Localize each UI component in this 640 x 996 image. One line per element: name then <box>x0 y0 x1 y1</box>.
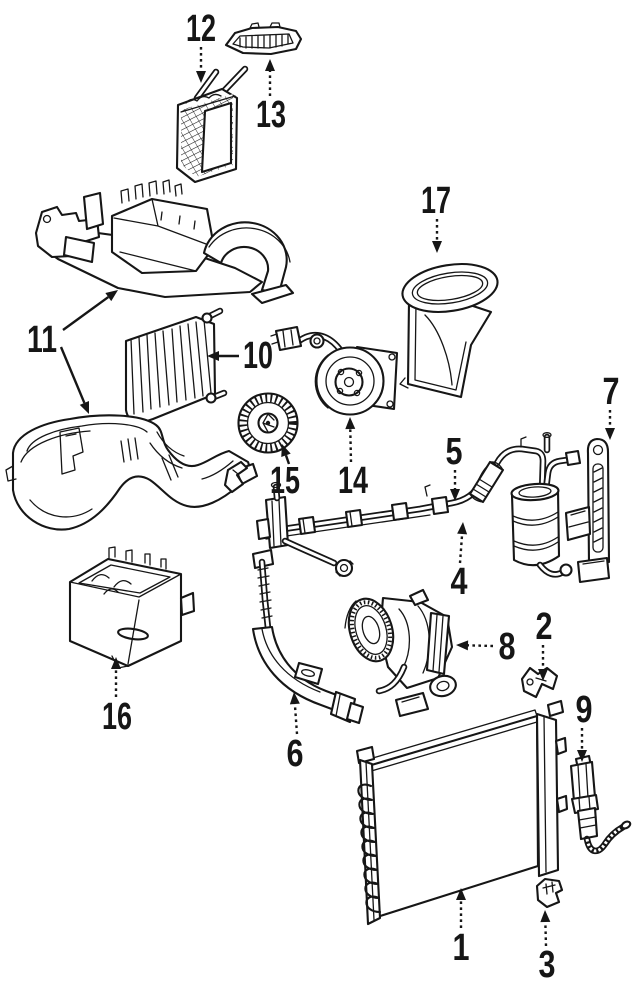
callout-label-11[interactable]: 11 <box>27 319 57 361</box>
callout-8[interactable]: 8 <box>456 626 516 668</box>
callout-9[interactable]: 9 <box>576 689 593 762</box>
part-15-blower-wheel <box>237 392 299 454</box>
callout-arrow-15 <box>284 454 291 465</box>
callout-3[interactable]: 3 <box>539 910 556 986</box>
callout-arrowhead-15 <box>281 444 291 457</box>
callout-label-8[interactable]: 8 <box>499 626 516 668</box>
part-6-liquid-line-hose <box>251 548 365 725</box>
callout-label-13[interactable]: 13 <box>256 94 286 136</box>
callout-arrowhead-11-1 <box>79 401 89 414</box>
callout-13[interactable]: 13 <box>256 59 286 136</box>
callout-12[interactable]: 12 <box>186 8 216 83</box>
callout-6[interactable]: 6 <box>287 692 304 775</box>
callout-arrowhead-8 <box>456 640 469 651</box>
callout-arrow-6 <box>293 703 299 735</box>
part-16-blower-case <box>68 546 196 669</box>
callout-arrow-8 <box>467 644 494 648</box>
callout-label-16[interactable]: 16 <box>102 696 132 738</box>
callout-arrowhead-5 <box>450 489 460 501</box>
callout-label-6[interactable]: 6 <box>287 733 304 775</box>
callout-arrowhead-7 <box>605 428 615 440</box>
callout-arrow-11-1 <box>59 346 86 404</box>
callout-4[interactable]: 4 <box>451 522 468 603</box>
callout-label-15[interactable]: 15 <box>270 460 300 502</box>
part-17-air-duct <box>399 263 499 399</box>
callout-arrowhead-11 <box>105 290 118 302</box>
part-2-bracket <box>520 666 559 699</box>
callout-5[interactable]: 5 <box>446 431 463 501</box>
part-small-clip <box>223 460 249 494</box>
part-14-blower-motor <box>270 325 399 416</box>
callout-11[interactable]: 11 <box>27 290 118 414</box>
callout-15[interactable]: 15 <box>270 444 300 502</box>
callout-label-12[interactable]: 12 <box>186 8 216 50</box>
callout-16[interactable]: 16 <box>102 657 132 738</box>
callout-label-3[interactable]: 3 <box>539 944 556 986</box>
part-3-bracket <box>535 877 564 909</box>
callout-14[interactable]: 14 <box>338 417 368 502</box>
callout-7[interactable]: 7 <box>603 371 620 440</box>
part-11-case-lower <box>5 414 259 531</box>
callout-arrowhead-1 <box>456 888 466 900</box>
part-8-compressor <box>344 588 457 718</box>
callout-arrowhead-13 <box>265 59 275 71</box>
callout-arrowhead-14 <box>345 417 356 430</box>
callout-arrowhead-6 <box>289 692 300 705</box>
part-12-heater-core <box>175 65 249 184</box>
callout-arrowhead-10 <box>207 351 219 361</box>
callout-1[interactable]: 1 <box>453 888 470 969</box>
callout-arrowhead-3 <box>540 910 551 923</box>
callout-10[interactable]: 10 <box>207 335 273 377</box>
part-13-cowl-grille <box>224 22 303 56</box>
callout-arrowhead-16 <box>111 657 121 669</box>
callout-label-1[interactable]: 1 <box>453 927 470 969</box>
callout-17[interactable]: 17 <box>421 180 451 253</box>
callout-arrowhead-4 <box>457 522 468 535</box>
callout-label-9[interactable]: 9 <box>576 689 593 731</box>
callout-label-17[interactable]: 17 <box>421 180 451 222</box>
callout-label-4[interactable]: 4 <box>451 561 468 603</box>
callout-2[interactable]: 2 <box>536 606 553 681</box>
part-accumulator-drier <box>468 432 582 578</box>
callout-arrowhead-12 <box>196 71 206 83</box>
part-7-accumulator-bracket <box>564 437 611 584</box>
part-9-pressure-switch <box>569 754 632 855</box>
callout-arrow-4 <box>458 533 464 564</box>
callout-label-2[interactable]: 2 <box>536 606 553 648</box>
callout-arrowhead-2 <box>538 669 548 681</box>
callout-arrowhead-17 <box>432 241 442 253</box>
part-11-case-upper <box>34 179 295 305</box>
callout-label-7[interactable]: 7 <box>603 371 620 413</box>
callout-label-5[interactable]: 5 <box>446 431 463 473</box>
callout-arrowhead-9 <box>577 750 587 762</box>
callout-arrow-11 <box>62 296 110 331</box>
callout-label-14[interactable]: 14 <box>338 460 368 502</box>
callout-label-10[interactable]: 10 <box>243 335 273 377</box>
callout-arrow-3 <box>544 921 548 947</box>
part-1-condenser <box>355 699 569 926</box>
